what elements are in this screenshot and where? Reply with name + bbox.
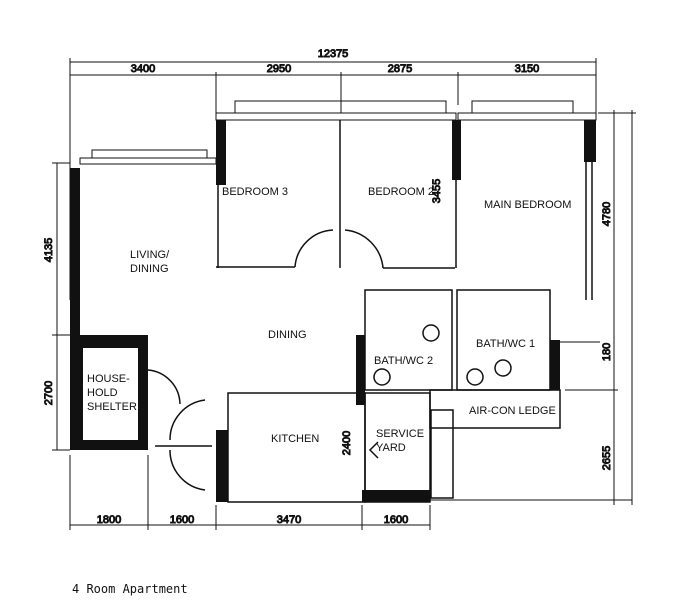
room-kitchen: KITCHEN	[271, 433, 319, 445]
room-aircon-ledge: AIR-CON LEDGE	[469, 405, 556, 417]
dim-left-2: 2700	[43, 381, 55, 405]
dim-top-3: 2875	[388, 63, 412, 75]
room-living-2: DINING	[130, 263, 169, 275]
interior-walls	[147, 120, 593, 503]
room-bath-1: BATH/WC 1	[476, 338, 535, 350]
room-main-bedroom: MAIN BEDROOM	[484, 199, 571, 211]
right-dimensions	[560, 110, 636, 505]
top-windows	[79, 100, 597, 165]
room-bedroom-3: BEDROOM 3	[222, 186, 288, 198]
dim-left-1: 4135	[43, 238, 55, 262]
dim-bottom-2: 1600	[170, 514, 194, 526]
room-shelter-2: HOLD	[87, 387, 118, 399]
walls	[70, 120, 596, 502]
dim-bottom-1: 1800	[97, 514, 121, 526]
dim-total-width: 12375	[318, 48, 349, 60]
bottom-dimensions	[69, 455, 632, 530]
dim-bedroom2: 3455	[431, 179, 443, 203]
dim-top-1: 3400	[131, 63, 155, 75]
dim-right-2: 180	[601, 343, 613, 361]
dim-bottom-4: 1600	[384, 514, 408, 526]
dim-right-3: 2655	[601, 446, 613, 470]
room-bath-2: BATH/WC 2	[374, 355, 433, 367]
shelter-interior	[83, 348, 138, 440]
dim-top-4: 3150	[515, 63, 539, 75]
plan-caption: 4 Room Apartment	[72, 582, 188, 596]
dim-right-1: 4780	[601, 202, 613, 226]
room-service-yard-2: YARD	[376, 442, 406, 454]
dim-kitchen: 2400	[341, 431, 353, 455]
room-service-yard-1: SERVICE	[376, 428, 424, 440]
room-shelter-3: SHELTER	[87, 401, 137, 413]
dim-bottom-3: 3470	[277, 514, 301, 526]
room-shelter-1: HOUSE-	[87, 373, 130, 385]
room-bedroom-2: BEDROOM 2	[368, 186, 434, 198]
left-dimensions	[52, 162, 70, 451]
room-dining: DINING	[268, 329, 307, 341]
dim-top-2: 2950	[267, 63, 291, 75]
room-living: LIVING/	[130, 249, 170, 261]
